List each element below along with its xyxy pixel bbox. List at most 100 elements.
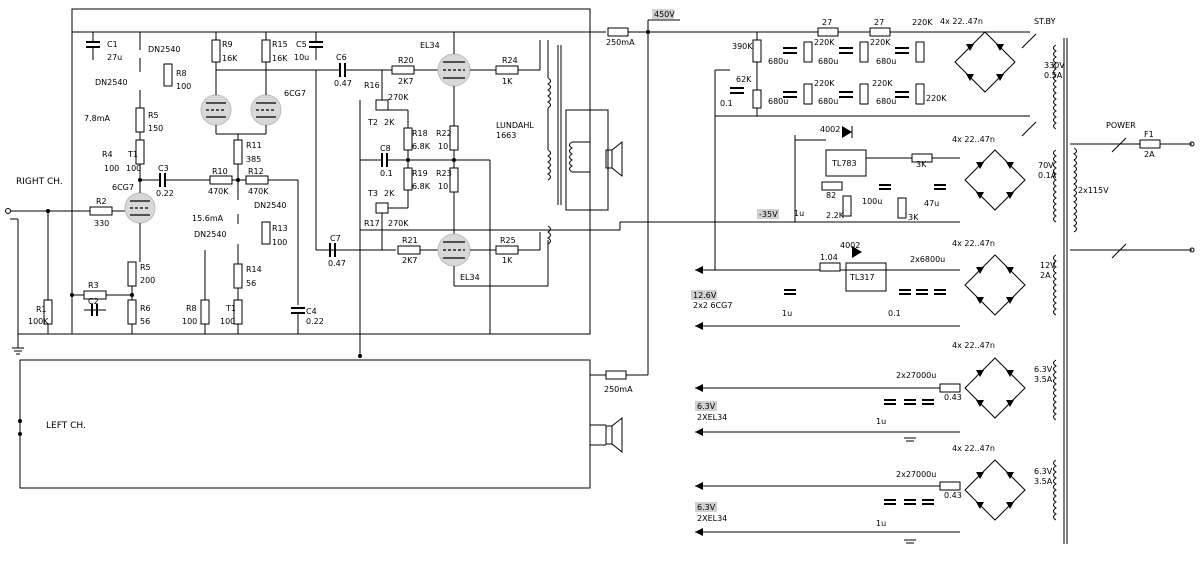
r4-label: R4 <box>102 150 113 159</box>
heater-supply-12v: 4002 1.04 TL317 2x6800u 0.1 1u 12.6V 2x2… <box>691 241 960 330</box>
output-transformer <box>539 40 609 250</box>
regulator-tl783 <box>825 149 867 177</box>
resistor-104 <box>819 262 841 272</box>
resistor-62k <box>752 89 762 109</box>
switch-2 <box>1021 121 1037 137</box>
bridge-label-1: 4x 22..47n <box>940 17 983 26</box>
r1-label: R1 <box>36 305 47 314</box>
rail-63-desc-a: 2XEL34 <box>697 413 727 422</box>
left-channel-frame <box>19 359 591 489</box>
output-stage-bottom: R19 6.8K T3 2K R17 270K R23 10 C7 0.47 R… <box>328 160 549 287</box>
c3-value: 0.22 <box>156 189 174 198</box>
r17-value: 270K <box>388 219 409 228</box>
input-stage: RIGHT CH. R1 100K R2 330 <box>5 177 590 355</box>
bridge-diode-4-3 <box>976 400 984 407</box>
r25-label: R25 <box>500 236 516 245</box>
regulator-tl317 <box>845 262 887 292</box>
resistor-r5-top <box>135 107 145 133</box>
hv-bleeder-5 <box>915 41 925 63</box>
ps-3k-b: 3K <box>908 213 919 222</box>
resistor-390k <box>752 39 762 63</box>
coupling-c3: C3 0.22 R10 470K R12 470K C4 0.22 <box>138 164 324 334</box>
mains-terminal-2[interactable] <box>1189 247 1195 253</box>
c6-value: 0.47 <box>334 79 352 88</box>
r10-label: R10 <box>212 167 228 176</box>
r12-value: 470K <box>248 187 269 196</box>
power-label[interactable]: POWER <box>1106 121 1136 130</box>
transformer-secondary-4 <box>1053 359 1057 421</box>
t2-value: 2K <box>384 118 395 127</box>
r8-value: 100 <box>176 82 191 91</box>
bridge-diode-1-4 <box>996 74 1004 81</box>
switch-3 <box>1111 137 1127 153</box>
c1-label: C1 <box>107 40 118 49</box>
ccs-splitter: DN2540 15.6mA R13 100 DN2540 R14 56 T1 1… <box>182 180 288 334</box>
current-156ma: 15.6mA <box>192 214 224 223</box>
bridge-diode-5-1 <box>976 472 984 479</box>
cap-27000-a: 2x27000u <box>896 371 936 380</box>
r043-a: 0.43 <box>944 393 962 402</box>
input-jack[interactable] <box>5 208 11 214</box>
r22-label: R22 <box>436 129 452 138</box>
hv-bleeder-4 <box>859 83 869 105</box>
neg-rail-label: -35V <box>759 210 778 219</box>
ps-390k: 390K <box>732 42 753 51</box>
resistor-r5-b <box>127 261 137 287</box>
t3-value: 2K <box>384 189 395 198</box>
r22-value: 10 <box>438 142 448 151</box>
r13-value: 100 <box>272 238 287 247</box>
ps-680u-3: 680u <box>818 57 838 66</box>
el34-bottom-label: EL34 <box>460 273 480 282</box>
tr-330a: 0.5A <box>1044 71 1063 80</box>
resistor-3k-b <box>897 197 907 219</box>
transformer-secondary-1 <box>1053 44 1057 130</box>
ps-220k-5: 220K <box>912 18 933 27</box>
resistor-27-b <box>869 27 891 37</box>
f1-label: F1 <box>1144 130 1154 139</box>
switch-1 <box>1021 33 1037 49</box>
r18-value: 6.8K <box>412 142 431 151</box>
ps-680u-1: 680u <box>768 57 788 66</box>
left-channel: LEFT CH. 250mA <box>18 370 648 454</box>
bridge-diode-3-1 <box>976 267 984 274</box>
r10-value: 470K <box>208 187 229 196</box>
c1-value: 27u <box>107 53 122 62</box>
transformer-secondary-3 <box>1053 254 1057 316</box>
r043-b: 0.43 <box>944 491 962 500</box>
resistor-r3 <box>83 290 107 300</box>
hv-bleeder-6 <box>915 83 925 105</box>
r15-value: 16K <box>272 54 288 63</box>
ccs-top: C1 27u DN2540 R8 100 DN2540 R5 150 7.8mA… <box>84 32 191 180</box>
c7-label: C7 <box>330 234 341 243</box>
c4-label: C4 <box>306 307 317 316</box>
hv-label: 450V <box>654 10 675 19</box>
ps-3k-a: 3K <box>916 160 927 169</box>
r9-label: R9 <box>222 40 233 49</box>
ps-1u-c: 1u <box>876 417 886 426</box>
resistor-043-a <box>939 383 961 393</box>
bridge-diode-2-3 <box>976 192 984 199</box>
resistor-r8-b <box>200 299 210 325</box>
t2-label: T2 <box>367 118 378 127</box>
resistor-82 <box>821 181 843 191</box>
tr-63-b: 6.3V <box>1034 467 1053 476</box>
ps-220k-2: 220K <box>814 79 835 88</box>
bridge-rectifier-5 <box>964 459 1026 521</box>
lundahl-num: 1663 <box>496 131 516 140</box>
resistor-r19 <box>403 167 413 191</box>
bridge-diode-2-4 <box>1006 192 1014 199</box>
resistor-r24 <box>495 65 519 75</box>
resistor-r21 <box>397 245 421 255</box>
mains-terminal-1[interactable] <box>1189 141 1195 147</box>
ps-680u-2: 680u <box>768 97 788 106</box>
ps-680u-5: 680u <box>876 57 896 66</box>
stby-label[interactable]: ST.BY <box>1034 17 1056 26</box>
r3-label: R3 <box>88 281 99 290</box>
ps-104: 1.04 <box>820 253 838 262</box>
cap-6800: 2x6800u <box>910 255 945 264</box>
speaker-right <box>605 140 623 178</box>
r8-label: R8 <box>176 69 187 78</box>
tr-70a: 0.1A <box>1038 171 1057 180</box>
ps-47u: 47u <box>924 199 939 208</box>
r11-label: R11 <box>246 141 262 150</box>
